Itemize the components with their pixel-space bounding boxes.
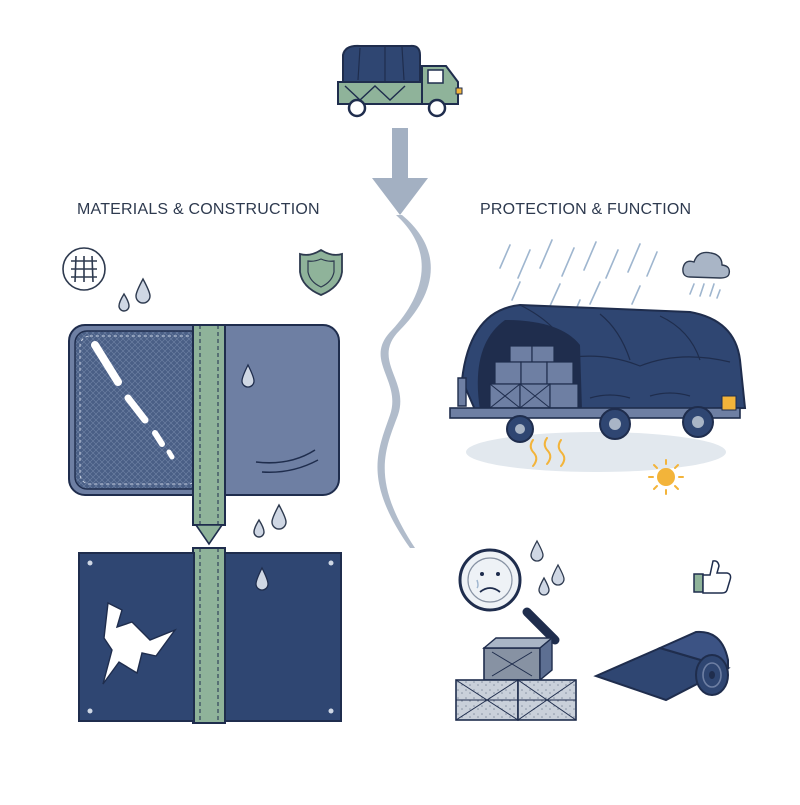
heat-wave-icon — [529, 437, 566, 467]
delivery-truck-icon — [337, 44, 463, 118]
damaged-crates — [455, 636, 577, 721]
sun-icon — [648, 459, 684, 495]
section-title-materials: MATERIALS & CONSTRUCTION — [77, 201, 320, 218]
seam-strap — [192, 324, 226, 724]
thumbs-up-icon — [693, 560, 732, 594]
flow-ribbon — [377, 215, 431, 548]
water-drop-icon — [253, 503, 287, 538]
down-arrow-icon — [372, 128, 428, 215]
magnifier-sad-face-icon — [458, 548, 560, 645]
shield-icon — [299, 248, 343, 296]
section-title-protection: PROTECTION & FUNCTION — [480, 201, 692, 218]
covered-truck-illustration — [449, 303, 747, 472]
water-drop-icon — [530, 539, 565, 596]
rain-streaks — [499, 239, 658, 315]
tarp-roll-icon — [593, 630, 731, 702]
grid-mesh-icon — [62, 247, 106, 291]
tarp-panel-torn — [78, 552, 342, 722]
water-drop-icon — [118, 277, 151, 312]
rain-cloud-icon — [682, 251, 731, 299]
